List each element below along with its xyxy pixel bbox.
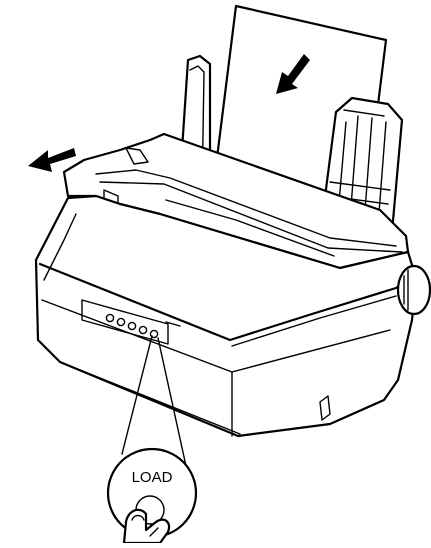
callout-leader bbox=[121, 335, 187, 467]
panel-indicator bbox=[138, 325, 148, 335]
panel-indicator bbox=[116, 317, 126, 327]
platen-knob bbox=[396, 264, 431, 316]
arrow-left-icon bbox=[28, 148, 76, 172]
arrow-down-left-icon bbox=[276, 54, 310, 94]
load-button-callout: LOAD bbox=[106, 447, 198, 545]
control-panel bbox=[81, 299, 181, 345]
panel-indicators bbox=[105, 313, 159, 339]
panel-indicator bbox=[105, 313, 115, 323]
finger-pressing-icon bbox=[122, 508, 171, 545]
panel-indicator bbox=[127, 321, 137, 331]
load-button-label: LOAD bbox=[132, 469, 173, 486]
panel-indicator bbox=[149, 329, 159, 339]
